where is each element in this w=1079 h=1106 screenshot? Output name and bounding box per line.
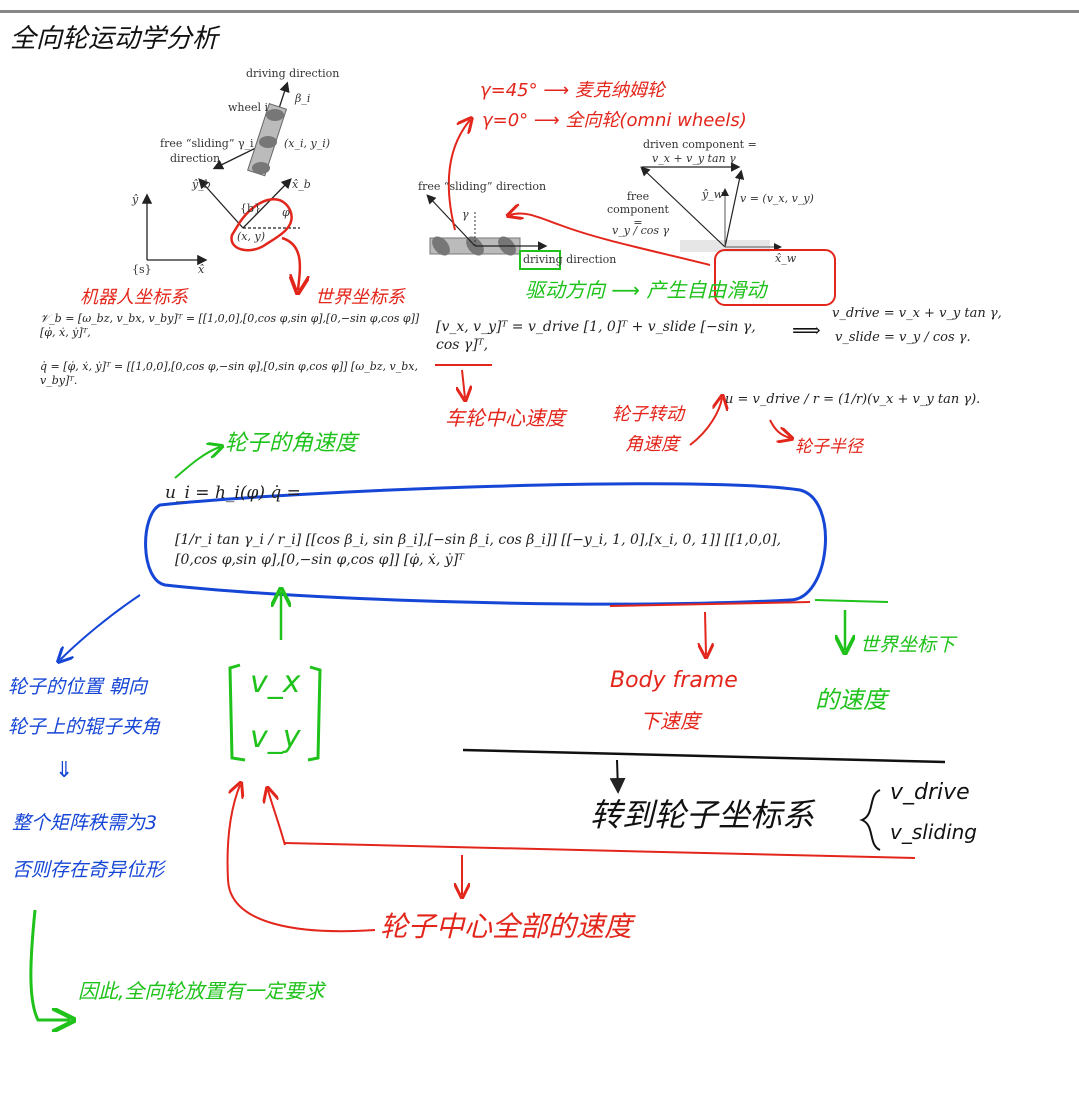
note-blue-1: 轮子的位置 朝向 <box>8 676 148 698</box>
equation-ui: u_i = h_i(φ) q̇ = <box>165 483 301 503</box>
label-yw: ŷ_w <box>702 188 724 201</box>
label-free-component: free component = <box>607 190 669 229</box>
label-free-sliding: free “sliding” γ_i <box>160 137 254 150</box>
label-v-eq: v = (v_x, v_y) <box>740 192 814 205</box>
red-curve-slide <box>510 213 711 266</box>
mecanum-wheel-figure <box>426 162 782 256</box>
note-blue-2: 轮子上的辊子夹角 <box>8 716 161 738</box>
note-to-wheel-frame: 转到轮子坐标系 <box>590 796 815 834</box>
label-xy: (x, y) <box>237 230 265 243</box>
note-drive-slide: 驱动方向 ⟶ 产生自由滑动 <box>525 278 767 302</box>
label-b-frame: {b} <box>240 202 262 215</box>
green-arrow-ui <box>174 447 220 479</box>
red-line-bottom <box>284 842 916 859</box>
top-divider <box>0 10 1079 13</box>
label-yb: ŷ_b <box>192 178 211 191</box>
equation-vslide: v_slide = v_y / cos γ. <box>835 330 971 345</box>
page-title: 全向轮运动学分析 <box>10 24 219 54</box>
equation-big-matrix: [1/r_i tan γ_i / r_i] [[cos β_i, sin β_i… <box>175 532 782 568</box>
wheel-i-shape <box>247 102 288 177</box>
label-free-sliding-direction: free “sliding” direction <box>418 180 547 193</box>
red-box-free-slide <box>714 249 836 306</box>
note-robot-frame: 机器人坐标系 <box>80 287 188 308</box>
note-vx: v_x <box>250 665 301 700</box>
green-bracket-vxvy-left <box>228 663 246 762</box>
equation-u: u = v_drive / r = (1/r)(v_x + v_y tan γ)… <box>725 392 981 407</box>
green-underline-world <box>814 599 889 603</box>
note-world-frame: 世界坐标系 <box>315 287 405 308</box>
red-arrow-up-vxvy <box>268 790 286 846</box>
note-world-vel-1: 世界坐标下 <box>860 634 956 656</box>
implies-arrow: ⟹ <box>792 318 821 342</box>
label-xw: x̂_w <box>775 252 797 265</box>
label-s-frame: {s} <box>132 263 152 276</box>
label-driving-direction: driving direction <box>246 67 340 80</box>
note-conclusion: 因此,全向轮放置有一定要求 <box>78 979 325 1003</box>
label-gamma: γ <box>462 208 469 221</box>
label-y-hat: ŷ <box>132 193 139 206</box>
red-arrow-down-center <box>462 369 465 398</box>
green-box-driving <box>519 250 561 270</box>
black-arrow-down <box>609 759 626 794</box>
label-driving-direction-right: driving direction <box>523 253 617 266</box>
note-body-frame-1: Body frame <box>610 668 738 693</box>
note-vy: v_y <box>250 720 301 755</box>
equation-vxvy: [v_x, v_y]ᵀ = v_drive [1, 0]ᵀ + v_slide … <box>436 319 756 353</box>
note-blue-4: 否则存在奇异位形 <box>12 859 165 881</box>
blue-ellipse-matrix <box>144 482 827 606</box>
label-x-hat: x̂ <box>198 263 205 276</box>
label-wheel-pos: (x_i, y_i) <box>284 137 331 150</box>
red-arrow-angvel <box>689 398 722 446</box>
note-vsliding: v_sliding <box>890 820 977 844</box>
red-circle-origin <box>230 198 293 252</box>
label-phi: φ <box>282 206 290 219</box>
note-wheel-angular-1: 轮子转动 <box>612 404 684 425</box>
red-arrow-radius <box>769 419 790 438</box>
note-wheel-radius: 轮子半径 <box>795 437 863 457</box>
label-beta: β_i <box>295 92 311 105</box>
equation-qdot: q̇ = [φ̇, ẋ, ẏ]ᵀ = [[1,0,0],[0,cos φ,−si… <box>40 360 418 387</box>
note-gamma-45: γ=45° ⟶ 麦克纳姆轮 <box>480 80 665 101</box>
red-arrow-body <box>705 611 706 655</box>
note-gamma-0: γ=0° ⟶ 全向轮(omni wheels) <box>482 110 747 131</box>
equation-vdrive: v_drive = v_x + v_y tan γ, <box>832 306 1002 321</box>
note-blue-arrow: ⇓ <box>55 758 74 783</box>
black-brace <box>859 789 881 851</box>
black-line <box>462 748 946 764</box>
equation-vb: 𝒱_b = [ω_bz, v_bx, v_by]ᵀ = [[1,0,0],[0,… <box>40 312 420 339</box>
label-driven-component: driven component = <box>643 138 757 151</box>
label-free-formula: v_y / cos γ <box>612 224 670 237</box>
label-xb: x̂_b <box>292 178 311 191</box>
note-body-frame-2: 下速度 <box>640 709 700 733</box>
red-arrow-to-world <box>281 236 300 290</box>
note-wheel-center-all: 轮子中心全部的速度 <box>380 910 633 943</box>
green-l-arrow <box>29 909 70 1020</box>
red-underline-body <box>609 601 811 607</box>
note-vdrive: v_drive <box>890 780 970 805</box>
note-blue-3: 整个矩阵秩需为3 <box>12 812 158 834</box>
label-wheel-i: wheel i <box>228 101 269 114</box>
label-driven-formula: v_x + v_y tan γ <box>652 152 736 165</box>
green-bracket-vxvy-right <box>307 665 322 762</box>
red-curve-to-vxvy <box>226 785 376 933</box>
note-world-vel-2: 的速度 <box>815 686 887 714</box>
label-direction: direction <box>170 152 221 165</box>
blue-arrow <box>60 594 141 660</box>
note-wheel-angular-2: 角速度 <box>625 434 679 455</box>
note-wheel-center-speed: 车轮中心速度 <box>445 406 565 430</box>
red-curve-gamma <box>447 120 470 231</box>
note-wheel-angular-velocity: 轮子的角速度 <box>225 431 358 456</box>
